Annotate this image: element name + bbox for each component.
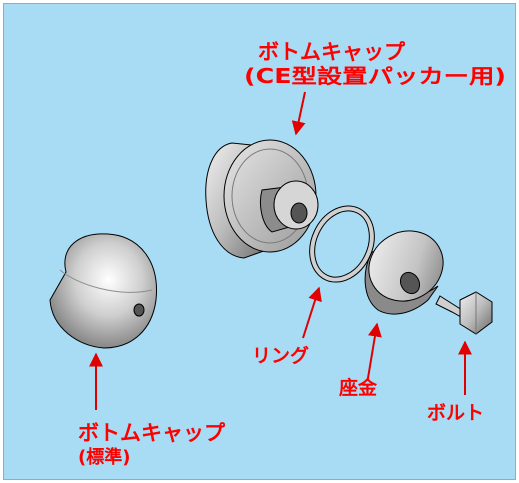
arrow-washer	[367, 322, 382, 379]
label-bolt: ボルト	[427, 402, 484, 424]
label-washer: 座金	[339, 376, 378, 399]
bottom-cap-standard-part	[49, 233, 158, 349]
bottom-cap-ce-part	[205, 139, 319, 259]
arrow-bottom-cap-ce	[291, 91, 306, 136]
washer-part	[364, 230, 444, 315]
label-bottom-cap-ce-line2: (CE型設置パッカー用)	[244, 64, 506, 88]
label-bottom-cap-ce-line1: ボトムキャップ	[258, 40, 406, 64]
diagram-frame	[3, 3, 516, 480]
label-bottom-cap-std-line1: ボトムキャップ	[78, 421, 226, 445]
label-ring: リング	[252, 344, 309, 367]
arrow-ring	[302, 286, 322, 339]
bolt-part	[435, 291, 493, 335]
label-bottom-cap-std-line2: (標準)	[78, 446, 130, 468]
leader-arrows	[89, 91, 472, 410]
ring-part	[309, 205, 375, 283]
